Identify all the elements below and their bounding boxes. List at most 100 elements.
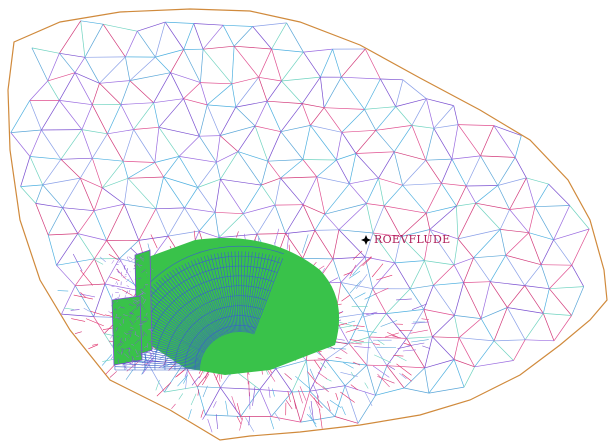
mesh-edge xyxy=(374,354,392,363)
mesh-edge xyxy=(116,341,122,347)
mesh-edge xyxy=(246,253,263,333)
mesh-edge xyxy=(166,273,217,340)
mesh-edge xyxy=(456,206,459,239)
mesh-edge xyxy=(137,277,142,279)
mesh-edge xyxy=(164,362,184,393)
mesh-edge xyxy=(20,186,36,204)
mesh-edge xyxy=(99,83,122,105)
node-annotation: ROEVFLUDE xyxy=(361,233,450,246)
mesh-edge xyxy=(313,359,322,371)
mesh-edge xyxy=(465,185,477,204)
mesh-edge xyxy=(306,413,317,425)
mesh-edge xyxy=(218,213,244,238)
mesh-edge xyxy=(122,276,127,278)
mesh-edge xyxy=(146,317,148,321)
mesh-edge xyxy=(41,100,60,131)
mesh-edge xyxy=(134,333,140,338)
mesh-edge xyxy=(280,125,311,133)
mesh-edge xyxy=(93,210,107,241)
mesh-edge xyxy=(75,283,106,287)
mesh-edge xyxy=(193,23,224,26)
mesh-edge xyxy=(400,229,430,237)
mesh-edge xyxy=(411,303,428,310)
mesh-edge xyxy=(125,278,130,283)
mesh-edge xyxy=(474,360,514,368)
mesh-edge xyxy=(493,307,508,342)
mesh-edge xyxy=(81,129,108,135)
mesh-edge xyxy=(349,153,357,184)
mesh-edge xyxy=(393,125,413,152)
mesh-edge xyxy=(62,177,81,208)
mesh-edge xyxy=(366,178,379,204)
mesh-edge xyxy=(131,360,136,362)
mesh-edge xyxy=(124,332,128,336)
mesh-edge xyxy=(154,285,270,371)
mesh-edge xyxy=(250,255,274,334)
mesh-edge xyxy=(286,22,304,53)
mesh-edge xyxy=(325,343,350,361)
mesh-edge xyxy=(441,182,467,187)
mesh-edge xyxy=(271,391,293,417)
mesh-edge xyxy=(155,49,184,58)
mesh-edge xyxy=(458,124,494,126)
mesh-edge xyxy=(463,282,482,319)
mesh-edge xyxy=(120,104,134,130)
mesh-edge xyxy=(258,76,282,82)
mesh-edge xyxy=(117,294,121,300)
mesh-edge xyxy=(268,386,271,398)
mesh-edge xyxy=(155,379,160,391)
mesh-edge xyxy=(465,155,481,187)
mesh-edge xyxy=(253,258,284,335)
mesh-edge xyxy=(493,125,522,136)
mesh-edge xyxy=(528,232,554,241)
mesh-edge xyxy=(343,362,354,369)
mesh-edge xyxy=(406,336,433,339)
mesh-edge xyxy=(101,354,113,366)
mesh-edge xyxy=(235,106,256,127)
mesh-edge xyxy=(380,320,398,327)
mesh-edge xyxy=(47,207,64,236)
mesh-edge xyxy=(266,80,282,102)
mesh-edge xyxy=(362,313,375,318)
mesh-edge xyxy=(480,307,508,319)
mesh-edge xyxy=(524,285,544,314)
mesh-edge xyxy=(267,160,281,179)
mesh-edge xyxy=(138,323,144,326)
mesh-edge xyxy=(190,260,225,336)
mesh-edge xyxy=(320,48,333,78)
mesh-edge xyxy=(500,229,529,234)
mesh-edge xyxy=(350,384,358,391)
mesh-edge xyxy=(281,76,321,82)
mesh-edge xyxy=(187,261,224,336)
mesh-edge xyxy=(499,229,507,256)
mesh-edge xyxy=(248,416,250,426)
mesh-edge xyxy=(294,400,297,409)
mesh-edge xyxy=(260,161,269,186)
mesh-edge xyxy=(137,264,143,266)
mesh-edge xyxy=(155,281,214,343)
mesh-edge xyxy=(339,348,348,354)
mesh-edge xyxy=(210,254,231,334)
mesh-edge xyxy=(327,401,331,411)
mesh-edge xyxy=(425,160,442,184)
mesh-edge xyxy=(134,277,137,280)
mesh-edge xyxy=(72,253,83,272)
mesh-edge xyxy=(286,232,290,250)
mesh-edge xyxy=(178,135,200,157)
mesh-edge xyxy=(135,315,141,318)
mesh-edge xyxy=(247,371,249,385)
mesh-edge xyxy=(302,125,311,160)
mesh-edge xyxy=(231,251,238,333)
mesh-edge xyxy=(300,416,335,423)
mesh-edge xyxy=(324,203,367,215)
mesh-edge xyxy=(128,350,131,356)
mesh-edge xyxy=(35,203,49,236)
mesh-edge xyxy=(136,263,141,268)
mesh-edge xyxy=(116,327,118,330)
mesh-edge xyxy=(184,263,223,337)
mesh-edge xyxy=(433,264,455,286)
mesh-edge xyxy=(220,387,241,417)
mesh-edge xyxy=(364,48,381,80)
mesh-edge xyxy=(148,341,152,343)
